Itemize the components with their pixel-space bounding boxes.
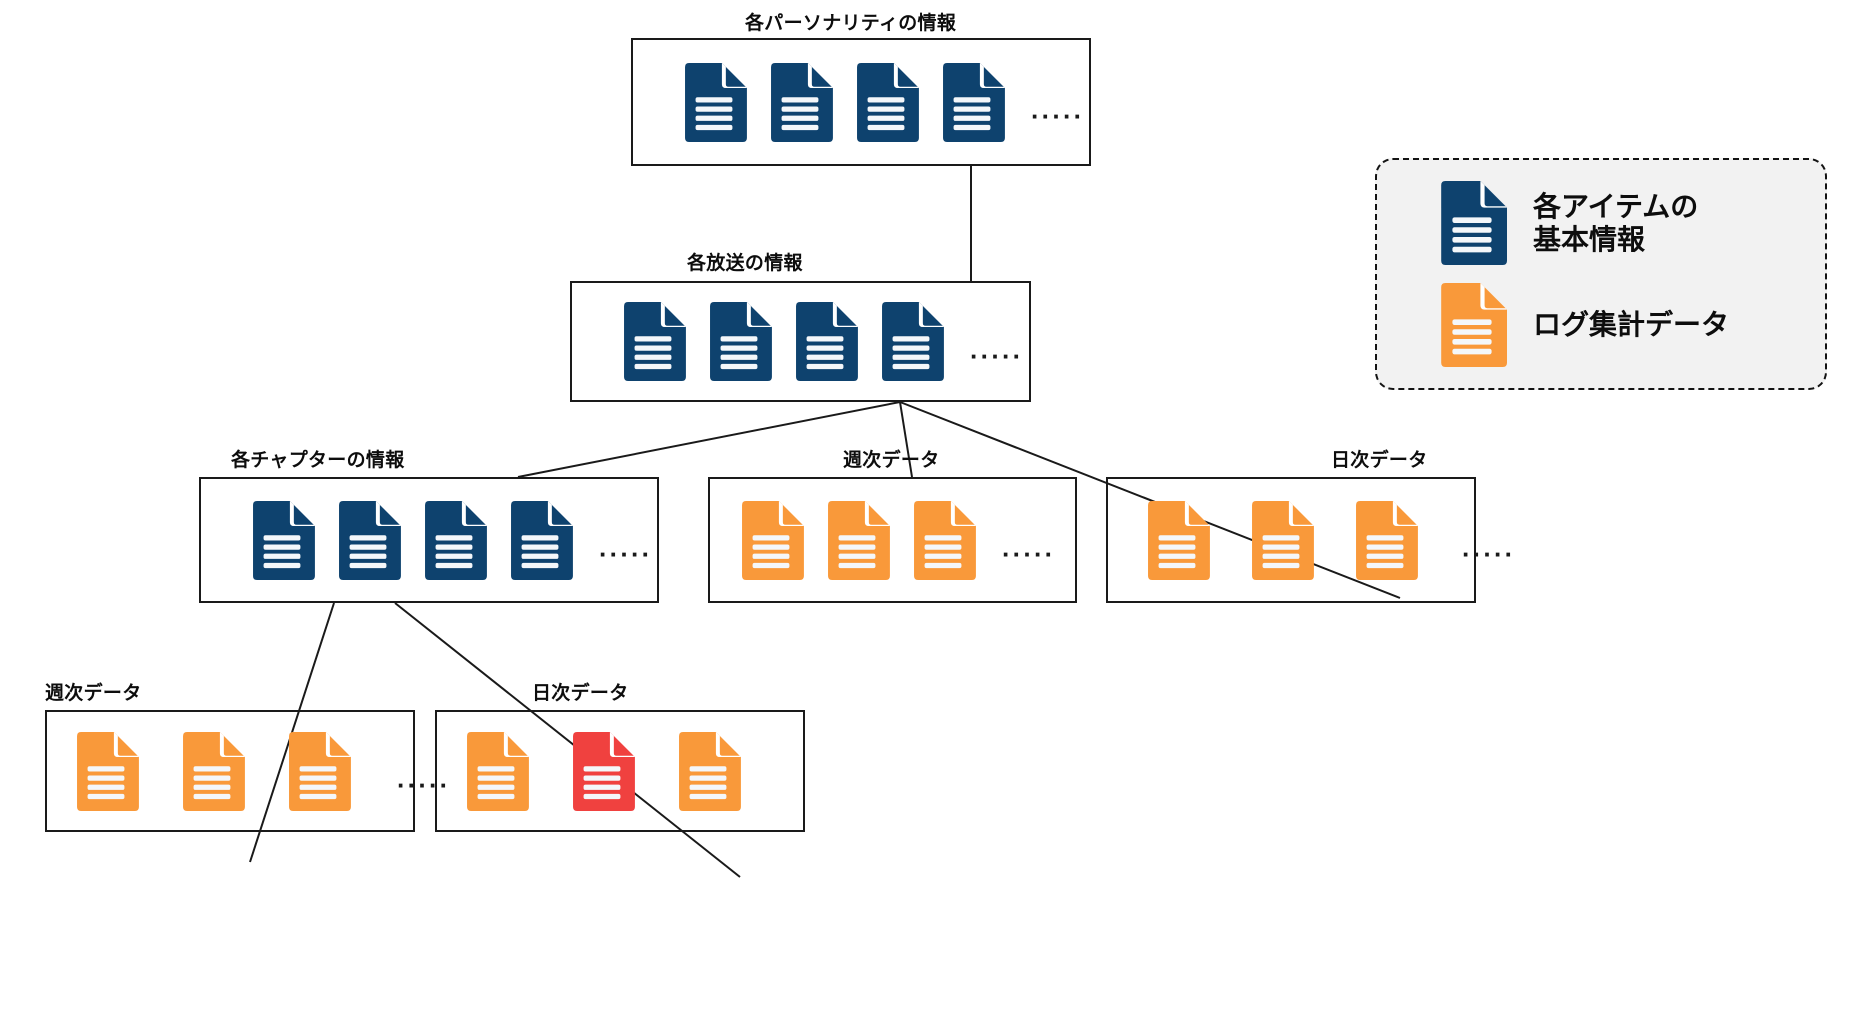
ellipsis-indicator: ····· bbox=[1031, 101, 1085, 131]
document-icon bbox=[771, 62, 833, 142]
document-item[interactable] bbox=[179, 731, 245, 811]
group-box-broadcast: ····· bbox=[570, 281, 1031, 402]
legend-label: 各アイテムの 基本情報 bbox=[1533, 190, 1699, 255]
document-icon bbox=[253, 500, 315, 580]
document-icon bbox=[624, 302, 686, 381]
group-label-daily-chapter: 日次データ bbox=[532, 683, 629, 704]
group-box-personality: ····· bbox=[631, 38, 1091, 166]
document-item[interactable] bbox=[939, 62, 1005, 142]
document-icon bbox=[1441, 283, 1507, 367]
document-icon bbox=[425, 500, 487, 580]
document-icon bbox=[828, 500, 890, 580]
document-row: ····· bbox=[1108, 479, 1513, 601]
group-box-daily-broadcast: ····· bbox=[1106, 477, 1513, 603]
ellipsis-indicator: ····· bbox=[599, 539, 653, 569]
group-label-personality: 各パーソナリティの情報 bbox=[745, 13, 957, 34]
document-icon bbox=[289, 731, 351, 811]
document-icon bbox=[857, 62, 919, 142]
ellipsis-indicator: ····· bbox=[1462, 539, 1516, 569]
document-row: ····· bbox=[201, 479, 657, 601]
document-icon bbox=[914, 500, 976, 580]
document-item[interactable] bbox=[738, 500, 804, 580]
document-icon bbox=[1252, 500, 1314, 580]
document-row bbox=[437, 712, 803, 830]
group-label-weekly-broadcast: 週次データ bbox=[843, 450, 940, 471]
document-item[interactable] bbox=[792, 302, 858, 381]
document-item[interactable] bbox=[878, 302, 944, 381]
document-icon bbox=[796, 302, 858, 381]
document-item[interactable] bbox=[675, 731, 741, 811]
legend-document-icon bbox=[1437, 283, 1507, 367]
group-label-broadcast: 各放送の情報 bbox=[687, 253, 803, 274]
document-icon bbox=[511, 500, 573, 580]
document-icon bbox=[1148, 500, 1210, 580]
document-row: ····· bbox=[572, 283, 1029, 400]
group-box-daily-chapter bbox=[435, 710, 805, 832]
ellipsis-indicator: ····· bbox=[1002, 539, 1056, 569]
document-icon bbox=[467, 731, 529, 811]
ellipsis-indicator: ····· bbox=[970, 340, 1024, 371]
document-item[interactable] bbox=[910, 500, 976, 580]
group-box-weekly-broadcast: ····· bbox=[708, 477, 1077, 603]
document-item[interactable] bbox=[1144, 500, 1210, 580]
document-icon bbox=[943, 62, 1005, 142]
group-box-weekly-chapter: ····· bbox=[45, 710, 448, 832]
document-icon bbox=[183, 731, 245, 811]
document-row: ····· bbox=[47, 712, 448, 830]
document-row: ····· bbox=[633, 40, 1089, 164]
document-icon bbox=[573, 731, 635, 811]
document-item[interactable] bbox=[285, 731, 351, 811]
group-label-weekly-chapter: 週次データ bbox=[45, 683, 142, 704]
document-item[interactable] bbox=[335, 500, 401, 580]
document-item[interactable] bbox=[73, 731, 139, 811]
document-icon bbox=[339, 500, 401, 580]
legend-item-0: 各アイテムの 基本情報 bbox=[1437, 181, 1825, 265]
document-item[interactable] bbox=[1248, 500, 1314, 580]
document-icon bbox=[1356, 500, 1418, 580]
document-item[interactable] bbox=[853, 62, 919, 142]
document-item[interactable] bbox=[1352, 500, 1418, 580]
document-icon bbox=[882, 302, 944, 381]
document-icon bbox=[710, 302, 772, 381]
legend-panel: 各アイテムの 基本情報ログ集計データ bbox=[1375, 158, 1827, 390]
document-icon bbox=[679, 731, 741, 811]
document-item[interactable] bbox=[767, 62, 833, 142]
document-item[interactable] bbox=[249, 500, 315, 580]
document-row: ····· bbox=[710, 479, 1075, 601]
legend-label: ログ集計データ bbox=[1533, 309, 1730, 341]
document-item[interactable] bbox=[463, 731, 529, 811]
group-box-chapter: ····· bbox=[199, 477, 659, 603]
legend-document-icon bbox=[1437, 181, 1507, 265]
document-item[interactable] bbox=[569, 731, 635, 811]
document-item[interactable] bbox=[706, 302, 772, 381]
document-icon bbox=[742, 500, 804, 580]
document-item[interactable] bbox=[824, 500, 890, 580]
document-item[interactable] bbox=[421, 500, 487, 580]
legend-item-1: ログ集計データ bbox=[1437, 283, 1825, 367]
document-icon bbox=[77, 731, 139, 811]
document-item[interactable] bbox=[681, 62, 747, 142]
document-icon bbox=[685, 62, 747, 142]
document-item[interactable] bbox=[620, 302, 686, 381]
group-label-chapter: 各チャプターの情報 bbox=[231, 450, 405, 471]
group-label-daily-broadcast: 日次データ bbox=[1331, 450, 1428, 471]
document-icon bbox=[1441, 181, 1507, 265]
document-item[interactable] bbox=[507, 500, 573, 580]
